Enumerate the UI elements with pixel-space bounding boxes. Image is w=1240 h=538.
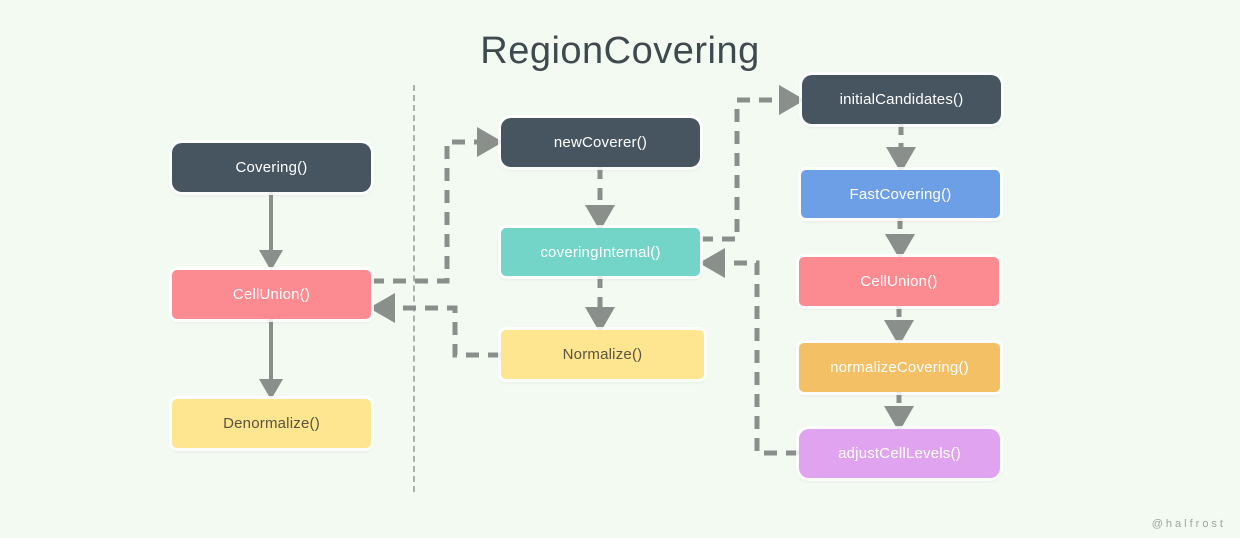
node-coveringinternal[interactable]: coveringInternal() bbox=[501, 228, 700, 276]
node-adjustcelllevels-label: adjustCellLevels() bbox=[838, 445, 961, 462]
node-normalizecovering-label: normalizeCovering() bbox=[830, 359, 969, 376]
node-covering[interactable]: Covering() bbox=[172, 143, 371, 192]
node-coveringinternal-label: coveringInternal() bbox=[540, 243, 661, 261]
node-normalize[interactable]: Normalize() bbox=[501, 330, 704, 379]
watermark: @halfrost bbox=[1151, 518, 1226, 530]
diagram-title: RegionCovering bbox=[480, 30, 760, 72]
node-denormalize-label: Denormalize() bbox=[223, 415, 320, 432]
edge-adjustcelllevels-to-coveringinternal bbox=[699, 248, 799, 456]
node-adjustcelllevels[interactable]: adjustCellLevels() bbox=[799, 429, 1000, 478]
node-covering-label: Covering() bbox=[235, 159, 308, 176]
node-cellunion-left-label: CellUnion() bbox=[232, 286, 311, 303]
node-fastcovering-label: FastCovering() bbox=[849, 185, 952, 203]
node-cellunion-left[interactable]: CellUnion() bbox=[172, 270, 371, 319]
node-cellunion-right[interactable]: CellUnion() bbox=[799, 257, 999, 306]
edge-normalize-to-cellunion bbox=[369, 293, 501, 358]
node-fastcovering[interactable]: FastCovering() bbox=[801, 170, 1000, 218]
node-normalize-label: Normalize() bbox=[562, 346, 643, 363]
node-newcoverer[interactable]: newCoverer() bbox=[501, 118, 700, 167]
edge-coveringinternal-to-initialcandidates bbox=[700, 85, 805, 242]
node-denormalize[interactable]: Denormalize() bbox=[172, 399, 371, 448]
node-newcoverer-label: newCoverer() bbox=[553, 134, 648, 151]
edge-cellunion-to-newcoverer bbox=[371, 127, 503, 284]
column-divider bbox=[413, 85, 415, 492]
node-cellunion-right-label: CellUnion() bbox=[860, 273, 938, 290]
node-normalizecovering[interactable]: normalizeCovering() bbox=[799, 343, 1000, 392]
node-initialcandidates-label: initialCandidates() bbox=[839, 91, 964, 108]
node-initialcandidates[interactable]: initialCandidates() bbox=[802, 75, 1001, 124]
